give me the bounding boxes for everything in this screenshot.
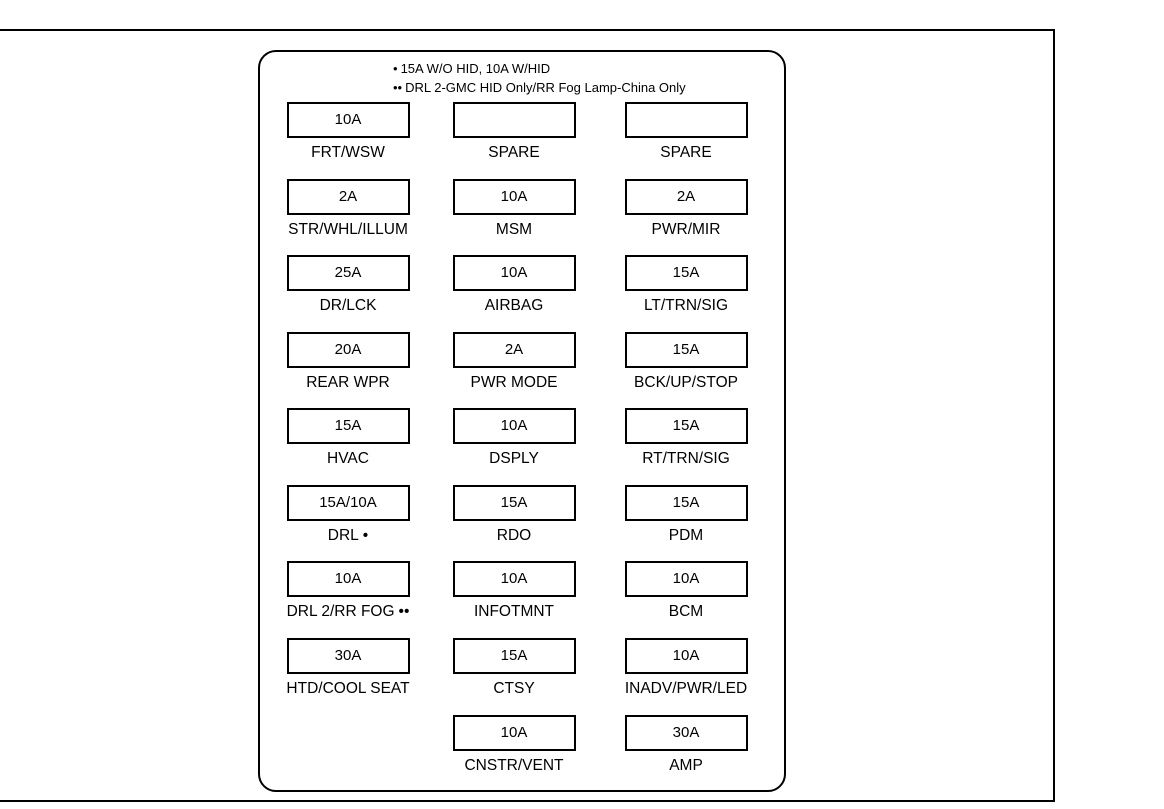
fuse-label-text: STR/WHL/ILLUM (288, 221, 408, 238)
note-marker: •• (393, 80, 403, 95)
fuse-label-text: INFOTMNT (473, 603, 555, 620)
fuse-label: PDM (586, 527, 786, 545)
fuse-label: PWR/MIR (586, 221, 786, 239)
fuse-label-text: PWR MODE (470, 374, 558, 391)
fuse-rating-box: 15A/10A (286, 485, 410, 521)
fuse-label-text: DSPLY (489, 450, 539, 467)
fuse-label: AMP (586, 757, 786, 775)
fuse-rating-box: 30A (624, 715, 748, 751)
fuse-rating-box: 10A (452, 179, 576, 215)
fuse-footnote-marker: • (362, 527, 369, 544)
fuse-label-text: CTSY (493, 680, 535, 697)
fuse-label: STR/WHL/ILLUM (248, 221, 448, 239)
fuse-label-text: RDO (496, 527, 532, 544)
fuse-label-text: BCM (668, 603, 704, 620)
fuse-label-text: HTD/COOL SEAT (286, 680, 410, 697)
fuse-label: INFOTMNT (414, 603, 614, 621)
fuse-label: AIRBAG (414, 297, 614, 315)
fuse-rating-box: 10A (624, 638, 748, 674)
fuse-rating-box: 10A (286, 102, 410, 138)
fuse-rating-box: 10A (452, 255, 576, 291)
fuse-rating-box: 10A (286, 561, 410, 597)
fuse-rating-box: 20A (286, 332, 410, 368)
fuse-label: RDO (414, 527, 614, 545)
fuse-label-text: SPARE (660, 144, 712, 161)
fuse-rating-box (452, 102, 576, 138)
fuse-label-text: REAR WPR (306, 374, 390, 391)
fuse-label: RT/TRN/SIG (586, 450, 786, 468)
fuse-rating-box: 15A (624, 485, 748, 521)
fuse-label: SPARE (586, 144, 786, 162)
fuse-label-text: MSM (495, 221, 533, 238)
fuse-rating-box: 15A (624, 408, 748, 444)
note-single-bullet: •15A W/O HID, 10A W/HID (393, 61, 550, 77)
fuse-label: DR/LCK (248, 297, 448, 315)
fuse-rating-box: 2A (286, 179, 410, 215)
fuse-label-text: FRT/WSW (311, 144, 385, 161)
fuse-label-text: INADV/PWR/LED (624, 680, 748, 697)
fuse-label: CTSY (414, 680, 614, 698)
fuse-label-text: SPARE (488, 144, 540, 161)
fuse-label-text: HVAC (327, 450, 369, 467)
fuse-label: PWR MODE (414, 374, 614, 392)
fuse-label-text: DRL 2/RR FOG (286, 603, 395, 620)
fuse-label: DSPLY (414, 450, 614, 468)
fuse-rating-box: 2A (624, 179, 748, 215)
fuse-label-text: LT/TRN/SIG (643, 297, 729, 314)
fuse-rating-box: 30A (286, 638, 410, 674)
fuse-label: FRT/WSW (248, 144, 448, 162)
fuse-label: HVAC (248, 450, 448, 468)
fuse-label-text: AMP (669, 757, 703, 774)
note-text: DRL 2-GMC HID Only/RR Fog Lamp-China Onl… (405, 80, 686, 95)
fuse-label-text: PDM (668, 527, 704, 544)
fuse-label-text: RT/TRN/SIG (642, 450, 730, 467)
fuse-label-text: PWR/MIR (651, 221, 721, 238)
fuse-rating-box: 15A (624, 255, 748, 291)
outer-frame (0, 29, 1055, 802)
fuse-label: BCK/UP/STOP (586, 374, 786, 392)
fuse-rating-box: 10A (452, 561, 576, 597)
fuse-rating-box: 15A (624, 332, 748, 368)
fuse-label: SPARE (414, 144, 614, 162)
fuse-rating-box: 10A (452, 408, 576, 444)
fuse-block-panel: •15A W/O HID, 10A W/HID ••DRL 2-GMC HID … (258, 50, 786, 792)
fuse-label-text: CNSTR/VENT (464, 757, 564, 774)
note-marker: • (393, 61, 398, 76)
fuse-rating-box: 10A (624, 561, 748, 597)
fuse-rating-box: 10A (452, 715, 576, 751)
note-text: 15A W/O HID, 10A W/HID (400, 61, 551, 76)
fuse-label-text: DRL (327, 527, 359, 544)
fuse-label: HTD/COOL SEAT (248, 680, 448, 698)
fuse-rating-box: 15A (452, 485, 576, 521)
fuse-label: DRL• (248, 527, 448, 545)
fuse-label: CNSTR/VENT (414, 757, 614, 775)
fuse-label: INADV/PWR/LED (586, 680, 786, 698)
fuse-rating-box: 25A (286, 255, 410, 291)
fuse-rating-box: 15A (286, 408, 410, 444)
fuse-rating-box: 15A (452, 638, 576, 674)
fuse-label-text: AIRBAG (484, 297, 544, 314)
fuse-label-text: DR/LCK (319, 297, 377, 314)
fuse-label: DRL 2/RR FOG•• (248, 603, 448, 621)
fuse-label: REAR WPR (248, 374, 448, 392)
fuse-label: MSM (414, 221, 614, 239)
fuse-label: LT/TRN/SIG (586, 297, 786, 315)
fuse-label-text: BCK/UP/STOP (634, 374, 738, 391)
fuse-label: BCM (586, 603, 786, 621)
fuse-rating-box: 2A (452, 332, 576, 368)
note-double-bullet: ••DRL 2-GMC HID Only/RR Fog Lamp-China O… (393, 80, 686, 96)
fuse-rating-box (624, 102, 748, 138)
fuse-footnote-marker: •• (398, 603, 410, 620)
